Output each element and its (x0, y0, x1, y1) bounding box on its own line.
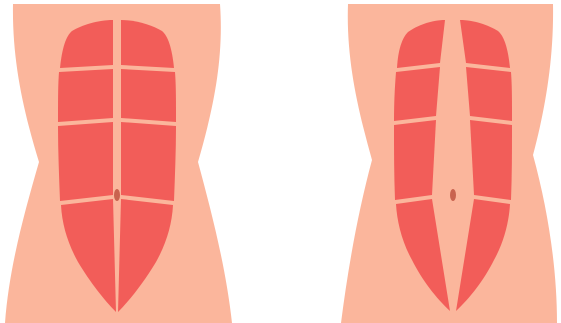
torso-figure-normal (5, 4, 232, 323)
muscle-segment-left-2 (58, 69, 113, 122)
muscle-segment-right-3 (121, 122, 176, 201)
muscle-segment-left-3 (58, 122, 113, 201)
navel (114, 189, 120, 201)
muscle-segment-right-3 (470, 120, 512, 200)
muscle-segment-left-2 (394, 67, 440, 121)
torso-silhouette (5, 4, 232, 323)
muscle-segment-left-3 (394, 120, 436, 200)
muscle-segment-right-2 (121, 69, 176, 122)
torso-silhouette (341, 4, 557, 323)
torso-figure-separated (341, 4, 557, 323)
muscle-segment-right-2 (466, 67, 512, 121)
navel (450, 189, 456, 201)
